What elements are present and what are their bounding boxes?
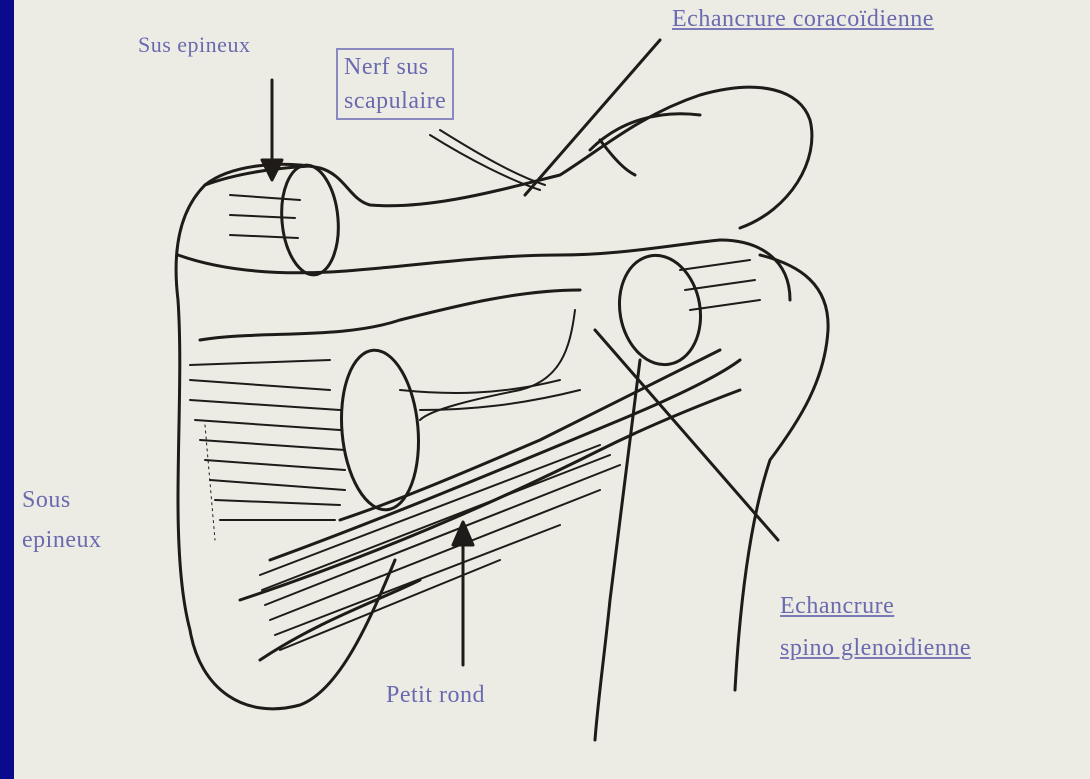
spine-base: [178, 255, 330, 273]
label-sous-line1: Sous: [22, 480, 101, 520]
suprascapular-nerve-2: [440, 130, 545, 185]
label-nerf-line2: scapulaire: [344, 84, 446, 118]
label-sous-line2: epineux: [22, 520, 101, 560]
vertical-annotation-left: [205, 425, 215, 540]
label-sous-epineux: Sous epineux: [22, 480, 101, 560]
label-spino-line1: Echancrure: [780, 585, 971, 627]
label-nerf-line1: Nerf sus: [344, 50, 446, 84]
infraspinatus-bottom: [340, 350, 720, 520]
humerus-left: [595, 360, 640, 740]
pointer-lines: [262, 40, 778, 665]
petit-rond-arrowhead: [453, 522, 473, 545]
infraspinatus-top: [200, 290, 580, 340]
label-echancrure-coracoidienne: Echancrure coracoïdienne: [672, 4, 934, 34]
label-echancrure-spino-glenoidienne: Echancrure spino glenoidienne: [780, 585, 971, 669]
coracoid-notch-line: [525, 40, 660, 195]
acromion-edge: [600, 140, 635, 175]
suprascapular-nerve: [430, 135, 540, 190]
label-sus-epineux: Sus epineux: [138, 30, 250, 60]
label-petit-rond: Petit rond: [386, 680, 485, 710]
scapular-spine-upper: [205, 87, 812, 228]
teres-cut: [335, 347, 425, 513]
supraspinatus-cut: [277, 163, 342, 277]
nerve-through-spine: [420, 310, 575, 420]
label-spino-line2: spino glenoidienne: [780, 627, 971, 669]
deltoid-curve: [720, 240, 790, 300]
label-nerf-sus-scapulaire: Nerf sus scapulaire: [336, 48, 454, 120]
